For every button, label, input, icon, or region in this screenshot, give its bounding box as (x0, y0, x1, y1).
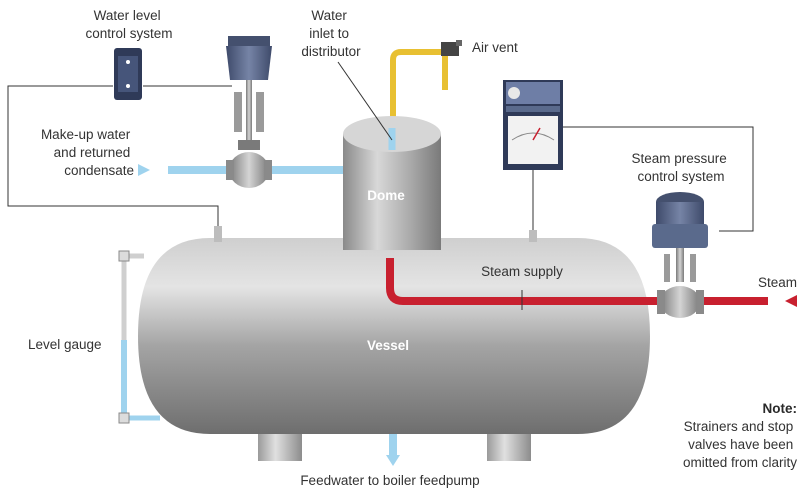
feedwater-outlet (386, 432, 400, 466)
steam-supply-label: Steam supply (481, 264, 563, 279)
vessel-body (138, 238, 650, 434)
air-vent-label: Air vent (472, 40, 518, 55)
note-body: Strainers and stop valves have been omit… (683, 419, 797, 470)
makeup-water-label: Make-up water and returned condensate (41, 127, 134, 178)
vessel-label: Vessel (367, 338, 409, 353)
pressure-control-valve (652, 192, 708, 318)
level-signal-line (7, 85, 219, 240)
air-vent-valve-icon (441, 42, 459, 56)
signal-lines (7, 85, 754, 240)
pressure-signal-line (563, 126, 754, 232)
water-level-control-label: Water level control system (85, 8, 172, 41)
feedwater-arrow-icon (386, 455, 400, 466)
water-inlet-leader (337, 61, 393, 141)
steam-arrow-icon (785, 295, 797, 307)
level-gauge-label: Level gauge (28, 337, 102, 352)
steam-pressure-control-label: Steam pressure control system (631, 151, 730, 184)
level-gauge (118, 250, 160, 424)
steam-label: Steam (758, 275, 797, 290)
note-title: Note: (763, 401, 798, 416)
pressure-tapping (529, 230, 537, 242)
feedwater-label: Feedwater to boiler feedpump (300, 473, 479, 488)
level-tapping (214, 226, 222, 242)
dome-label: Dome (367, 188, 405, 203)
vent-pipe (390, 40, 462, 128)
makeup-arrow-icon (138, 164, 150, 176)
level-controller-box (114, 48, 142, 100)
pressure-controller-box (503, 80, 563, 170)
steam-pipe (386, 258, 797, 310)
water-inlet-label: Water inlet to distributor (301, 8, 361, 59)
level-control-valve (226, 36, 272, 188)
